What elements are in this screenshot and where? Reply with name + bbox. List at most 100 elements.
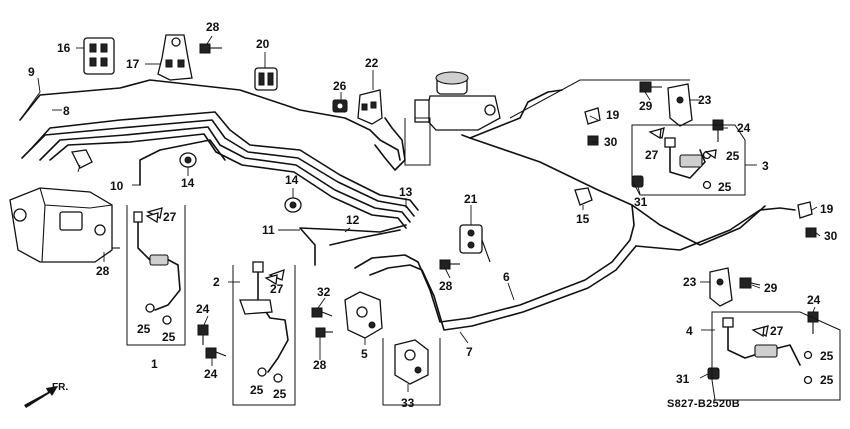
clip-17 [157,34,193,81]
bolt-30-right [805,227,817,238]
clip-27-b [264,274,278,286]
valve-5 [344,291,383,339]
callout-25-b: 25 [162,330,176,344]
callout-30-top: 30 [604,135,618,149]
callout-27-b: 27 [270,282,284,296]
callout-24-c: 24 [737,121,751,135]
brake-tube-bundle [19,79,419,266]
nut-31-bottom [707,367,720,380]
box-hose-2 [232,265,296,406]
hose-2-assembly [239,261,289,383]
callout-11: 11 [262,223,275,237]
callout-25-g: 25 [820,349,834,363]
nut-31-top [631,175,644,188]
callout-23-bottom: 23 [683,275,697,289]
callout-24-d: 24 [807,293,821,307]
callout-29-bottom: 29 [764,281,778,295]
bolt-32 [311,307,333,318]
bolt-28-top [199,43,222,54]
callout-31-top: 31 [634,195,648,209]
callout-30-right: 30 [824,229,838,243]
clip-20 [254,67,278,91]
callout-28-abs: 28 [96,264,110,278]
callout-8: 8 [63,104,70,118]
callout-28-valve: 28 [439,279,453,293]
bracket-23-bottom [709,267,733,307]
hose-4-assembly [722,317,813,385]
callout-12: 12 [346,213,360,227]
callout-14-mid: 14 [285,173,299,187]
callout-29-top: 29 [639,99,653,113]
callout-19-top: 19 [606,108,620,122]
callout-22: 22 [365,56,379,70]
callout-27-d: 27 [770,324,784,338]
clip-19-right [797,201,813,219]
front-arrow-icon: FR. [24,382,68,408]
callout-25-f: 25 [718,180,732,194]
callout-25-e: 25 [726,149,740,163]
hose-3-assembly [650,127,712,190]
bolt-24-front-a [197,324,209,345]
box-mc-line [509,79,690,119]
diagram-code: S827-B2520B [667,398,740,410]
callout-25-a: 25 [137,322,151,336]
abs-modulator [9,187,113,263]
box-valve-33 [382,338,441,406]
callout-21: 21 [464,192,478,206]
clip-18 [71,149,93,169]
bolt-29-top [639,81,662,93]
clip-27-a [145,212,159,224]
clip-16 [83,37,115,75]
callout-25-c: 25 [250,383,264,397]
callout-10: 10 [110,179,124,193]
clip-19-top [584,107,601,125]
bolt-28-mid [315,327,333,338]
box-master-cyl [404,117,431,166]
callout-28-mid: 28 [313,358,327,372]
callout-14-top: 14 [181,176,195,190]
hose-1-assembly [133,207,181,325]
bolt-29-bottom [739,277,761,289]
callout-17: 17 [126,57,140,71]
rear-brake-tubes [354,89,796,331]
bolt-24-top [712,119,724,142]
callout-1: 1 [151,357,158,371]
master-cylinder [414,71,501,131]
bolt-24-right [807,311,819,334]
leader-lines [19,35,821,392]
callout-27-c: 27 [645,148,659,162]
callout-9: 9 [28,65,35,79]
box-hose-3 [631,124,746,196]
bolt-28-valve [439,259,460,270]
callout-25-h: 25 [820,373,834,387]
callout-15: 15 [576,212,590,226]
callout-2: 2 [213,275,220,289]
box-hose-4 [711,311,841,401]
callout-32: 32 [317,285,331,299]
box-hose-1 [126,205,186,346]
callout-6: 6 [503,270,510,284]
callout-26: 26 [333,79,347,93]
callout-3: 3 [762,159,769,173]
callout-7: 7 [466,345,473,359]
callout-25-d: 25 [273,387,287,401]
bracket-22 [357,89,383,125]
callout-31-bottom: 31 [676,372,690,386]
callout-23-top: 23 [698,93,712,107]
grommet-14-top [179,152,197,168]
grommet-14-mid [284,197,302,213]
callout-24-a: 24 [196,302,210,316]
callout-labels: 16 17 28 20 22 26 9 8 10 14 14 11 12 13 … [28,20,838,410]
callout-27-a: 27 [163,210,177,224]
callout-5: 5 [361,347,368,361]
callout-16: 16 [57,41,71,55]
bolt-24-front-b [205,347,227,359]
callout-19-right: 19 [820,202,834,216]
callout-24-b: 24 [204,367,218,381]
group-frames [126,79,841,406]
clip-15 [574,187,593,206]
callout-28: 28 [206,20,220,34]
callout-33: 33 [401,396,415,410]
nut-26 [332,99,348,113]
